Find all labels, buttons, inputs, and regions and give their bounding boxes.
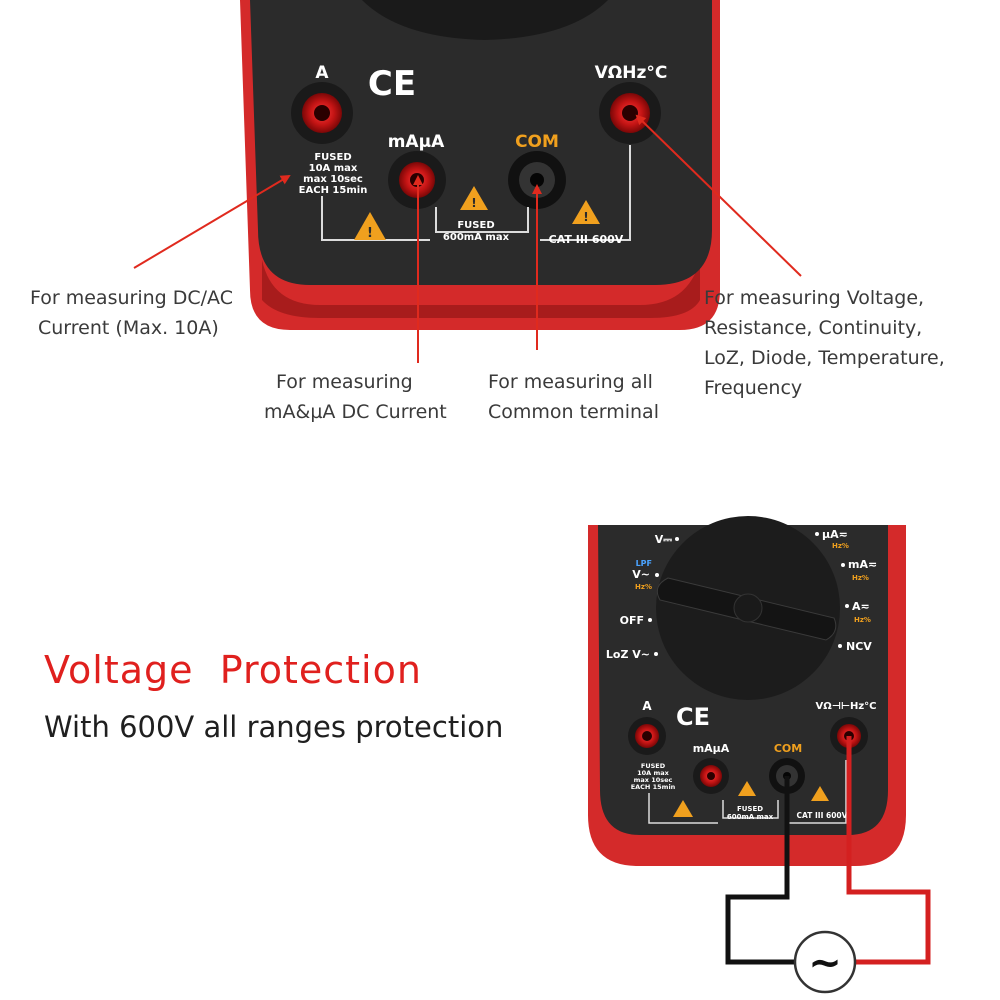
caption-line: For measuring Voltage, bbox=[704, 287, 925, 309]
subline-600v-protection: With 600V all ranges protection bbox=[44, 710, 504, 744]
top-outline-left bbox=[321, 196, 430, 241]
bottom-fused-a-line: EACH 15min bbox=[631, 783, 676, 791]
ac-source-symbol: ~ bbox=[808, 940, 842, 986]
arrow-voltage bbox=[635, 114, 802, 277]
dial-right-labels: µA≂ Hz% mA≂ Hz% A≂ Hz% NCV bbox=[822, 528, 877, 653]
bottom-jack-a[interactable] bbox=[628, 717, 666, 755]
arrow-current-10a bbox=[133, 174, 291, 269]
bottom-outline bbox=[648, 760, 847, 824]
bottom-meter: V⎓ LPF V~ Hz% OFF LoZ V~ µA≂ Hz% mA≂ Hz%… bbox=[588, 516, 931, 994]
svg-text:!: ! bbox=[367, 226, 373, 241]
dial-label-hz: Hz% bbox=[635, 583, 652, 591]
top-jack-com[interactable] bbox=[508, 151, 566, 209]
top-fused-ma-line: 600mA max bbox=[443, 232, 510, 243]
dial-right-dots bbox=[815, 532, 849, 648]
bottom-jack-v-label: VΩ⊣⊢Hz°C bbox=[815, 701, 876, 712]
headline-voltage-protection: Voltage Protection bbox=[44, 648, 422, 692]
dial-label-lpf: LPF bbox=[636, 559, 652, 568]
top-meter-dial-edge bbox=[362, 0, 608, 40]
bottom-fused-a-text: FUSED 10A max max 10sec EACH 15min bbox=[631, 762, 676, 791]
top-jack-com-label: COM bbox=[515, 132, 559, 152]
bottom-jack-ma[interactable] bbox=[693, 758, 729, 794]
caption-dc-ac-current: For measuring DC/AC Current (Max. 10A) bbox=[30, 283, 233, 343]
bottom-fused-ma-line: 600mA max bbox=[727, 813, 774, 821]
bottom-jack-ma-label: mAµA bbox=[693, 742, 730, 755]
dial-left-labels: V⎓ LPF V~ Hz% OFF LoZ V~ bbox=[606, 533, 672, 661]
dial-label: mA≂ bbox=[848, 558, 877, 571]
top-fused-ma-text: FUSED 600mA max bbox=[443, 220, 510, 243]
caption-line: Current (Max. 10A) bbox=[38, 317, 219, 339]
dial-label: NCV bbox=[846, 640, 872, 653]
caption-line: Resistance, Continuity, bbox=[704, 317, 923, 339]
bottom-fused-ma-line: FUSED bbox=[737, 805, 763, 813]
dial-label-hz: Hz% bbox=[832, 542, 849, 550]
top-warning-icon: ! bbox=[460, 186, 488, 210]
dial-label: LoZ V~ bbox=[606, 648, 650, 661]
caption-line: For measuring DC/AC bbox=[30, 287, 233, 309]
bottom-jack-a-label: A bbox=[642, 699, 652, 713]
top-meter: A CE VΩHz°C mAµA COM FUSED 10A max bbox=[133, 0, 802, 363]
top-warning-icon: ! bbox=[354, 212, 386, 241]
top-meter-red-lip bbox=[262, 260, 700, 318]
dial-label-hz: Hz% bbox=[852, 574, 869, 582]
caption-com: For measuring all Common terminal bbox=[488, 367, 659, 427]
top-outline-right bbox=[540, 145, 631, 241]
caption-line: LoZ, Diode, Temperature, bbox=[704, 347, 945, 369]
top-fused-a-text: FUSED 10A max max 10sec EACH 15min bbox=[299, 152, 368, 196]
caption-voltage: For measuring Voltage, Resistance, Conti… bbox=[704, 283, 945, 403]
rotary-dial[interactable] bbox=[656, 516, 840, 700]
top-fused-ma-line: FUSED bbox=[457, 220, 494, 231]
top-ce-mark: CE bbox=[368, 64, 416, 104]
dial-label: A≂ bbox=[852, 600, 870, 613]
caption-line: Common terminal bbox=[488, 401, 659, 423]
dial-label: V⎓ bbox=[655, 533, 673, 546]
ac-source-icon: ~ bbox=[793, 930, 857, 994]
bottom-warning-icon bbox=[811, 786, 829, 801]
top-cat-label: CAT III 600V bbox=[549, 233, 624, 246]
bottom-warning-icon bbox=[673, 800, 693, 817]
top-fused-a-line: 10A max bbox=[309, 163, 358, 174]
bottom-jack-com-label: COM bbox=[774, 742, 802, 755]
top-fused-a-line: EACH 15min bbox=[299, 185, 368, 196]
dial-label: V~ bbox=[632, 568, 650, 581]
caption-line: For measuring all bbox=[488, 371, 653, 393]
dial-left-dots bbox=[648, 537, 679, 656]
caption-line: Frequency bbox=[704, 377, 803, 399]
bottom-fused-a-line: FUSED bbox=[641, 762, 666, 770]
bottom-cat-label: CAT III 600V bbox=[797, 811, 848, 820]
svg-text:!: ! bbox=[583, 210, 588, 224]
top-jack-a-label: A bbox=[315, 63, 329, 83]
top-warning-icon: ! bbox=[572, 200, 600, 224]
caption-line: mA&µA DC Current bbox=[264, 401, 447, 423]
bottom-ce-mark: CE bbox=[676, 703, 710, 731]
top-jack-ma-label: mAµA bbox=[388, 132, 445, 152]
top-jack-a[interactable] bbox=[291, 82, 353, 144]
bottom-fused-a-line: 10A max bbox=[637, 769, 669, 777]
red-test-lead bbox=[846, 736, 931, 965]
caption-ma-ua: For measuring mA&µA DC Current bbox=[264, 367, 447, 427]
bottom-fused-ma-text: FUSED 600mA max bbox=[727, 805, 774, 821]
caption-line: For measuring bbox=[276, 371, 413, 393]
top-outline-mid bbox=[435, 207, 529, 233]
top-jack-v-label: VΩHz°C bbox=[595, 63, 668, 83]
dial-label-hz: Hz% bbox=[854, 616, 871, 624]
top-fused-a-line: max 10sec bbox=[303, 174, 363, 185]
svg-text:!: ! bbox=[471, 196, 476, 210]
dial-label: OFF bbox=[620, 614, 644, 627]
bottom-fused-a-line: max 10sec bbox=[634, 776, 673, 784]
top-jack-v[interactable] bbox=[599, 82, 661, 144]
black-test-lead bbox=[725, 776, 795, 965]
top-meter-dark-panel bbox=[250, 0, 712, 285]
top-fused-a-line: FUSED bbox=[314, 152, 351, 163]
dial-label: µA≂ bbox=[822, 528, 848, 541]
bottom-warning-icon bbox=[738, 781, 756, 796]
